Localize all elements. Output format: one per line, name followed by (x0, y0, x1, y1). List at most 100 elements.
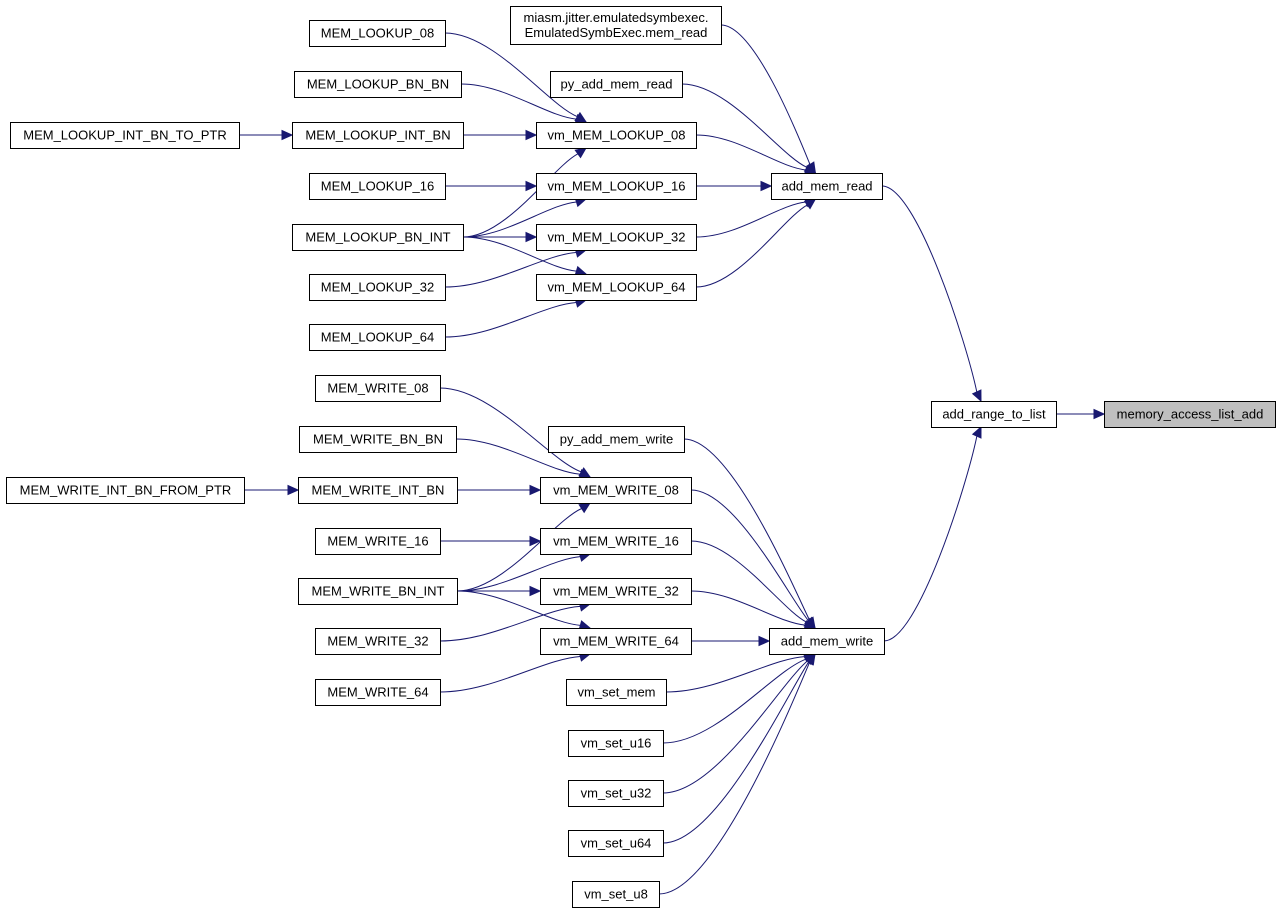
node-vm-mem-write-16[interactable]: vm_MEM_WRITE_16 (540, 528, 692, 555)
edge-line (683, 438, 810, 620)
edge-line (695, 204, 808, 288)
node-mem-lookup-bn-int[interactable]: MEM_LOOKUP_BN_INT (292, 224, 464, 251)
node-box (315, 679, 441, 706)
node-add-range-to-list[interactable]: add_range_to_list (931, 401, 1057, 428)
node-mem-write-int-bn-from-ptr[interactable]: MEM_WRITE_INT_BN_FROM_PTR (6, 477, 245, 504)
node-mem-write-bn-int[interactable]: MEM_WRITE_BN_INT (298, 578, 458, 605)
node-mem-lookup-32[interactable]: MEM_LOOKUP_32 (309, 274, 446, 301)
node-add-mem-read[interactable]: add_mem_read (771, 173, 883, 200)
edge-mem-write-bn-int-to-vm-mem-write-32 (457, 585, 542, 597)
node-py-add-mem-read[interactable]: py_add_mem_read (550, 71, 683, 98)
edge-arrowhead (760, 180, 773, 192)
edge-mem-lookup-16-to-vm-mem-lookup-16 (445, 180, 538, 192)
node-mem-write-bn-bn[interactable]: MEM_WRITE_BN_BN (299, 426, 457, 453)
edge-arrowhead (758, 635, 771, 647)
edge-line (665, 655, 806, 693)
node-label: vm_MEM_LOOKUP_32 (548, 230, 686, 245)
node-box (568, 830, 664, 857)
edge-line (462, 201, 577, 238)
node-mem-lookup-int-bn-to-ptr[interactable]: MEM_LOOKUP_INT_BN_TO_PTR (10, 122, 240, 149)
node-mem-write-16[interactable]: MEM_WRITE_16 (315, 528, 441, 555)
node-label: vm_MEM_LOOKUP_08 (548, 128, 686, 143)
node-vm-mem-lookup-64[interactable]: vm_MEM_LOOKUP_64 (536, 274, 697, 301)
node-box (540, 528, 692, 555)
edge-arrowhead (803, 198, 817, 210)
edge-arrowhead (1093, 408, 1106, 420)
edge-line (462, 236, 577, 272)
edge-vm-mem-lookup-64-to-add-mem-read (695, 198, 817, 288)
node-box (540, 477, 692, 504)
node-box (572, 881, 660, 908)
node-vm-mem-lookup-32[interactable]: vm_MEM_LOOKUP_32 (536, 224, 697, 251)
node-label: MEM_WRITE_BN_INT (312, 584, 445, 599)
node-label: MEM_LOOKUP_64 (321, 330, 434, 345)
edge-line (462, 153, 579, 238)
node-box (309, 20, 446, 47)
node-mem-lookup-int-bn[interactable]: MEM_LOOKUP_INT_BN (292, 122, 464, 149)
node-box (536, 274, 697, 301)
node-box (315, 375, 441, 402)
node-vm-set-u64[interactable]: vm_set_u64 (568, 830, 664, 857)
edge-line (662, 661, 810, 844)
node-vm-set-mem[interactable]: vm_set_mem (566, 679, 667, 706)
edge-add-range-to-list-to-memory-access-list-add (1056, 408, 1106, 420)
edge-add-mem-read-to-add-range-to-list (881, 185, 982, 403)
node-box (309, 324, 446, 351)
edge-arrowhead (529, 585, 542, 597)
edge-mem-lookup-bn-int-to-vm-mem-lookup-08 (462, 147, 587, 238)
node-vm-set-u32[interactable]: vm_set_u32 (568, 780, 664, 807)
node-vm-mem-lookup-16[interactable]: vm_MEM_LOOKUP_16 (536, 173, 697, 200)
edge-emulated-mem-read-to-add-mem-read (720, 24, 817, 175)
edge-mem-write-int-bn-from-ptr-to-mem-write-int-bn (244, 484, 300, 496)
node-mem-write-int-bn[interactable]: MEM_WRITE_INT_BN (298, 477, 458, 504)
node-box (292, 122, 464, 149)
node-box (309, 274, 446, 301)
edges-layer (239, 24, 1106, 895)
node-emulated-mem-read[interactable]: miasm.jitter.emulatedsymbexec.EmulatedSy… (510, 6, 722, 45)
node-box (536, 224, 697, 251)
node-label: memory_access_list_add (1117, 407, 1264, 422)
node-label: vm_MEM_WRITE_16 (553, 534, 679, 549)
node-vm-mem-write-64[interactable]: vm_MEM_WRITE_64 (540, 628, 692, 655)
node-label: vm_MEM_WRITE_08 (553, 483, 679, 498)
edge-vm-set-u32-to-add-mem-write (662, 653, 816, 794)
node-label: MEM_WRITE_08 (327, 381, 428, 396)
edge-arrowhead (971, 389, 982, 403)
node-mem-write-64[interactable]: MEM_WRITE_64 (315, 679, 441, 706)
node-mem-lookup-64[interactable]: MEM_LOOKUP_64 (309, 324, 446, 351)
node-vm-mem-lookup-08[interactable]: vm_MEM_LOOKUP_08 (536, 122, 697, 149)
edge-mem-lookup-bn-int-to-vm-mem-lookup-32 (463, 231, 538, 243)
node-vm-mem-write-32[interactable]: vm_MEM_WRITE_32 (540, 578, 692, 605)
node-mem-lookup-16[interactable]: MEM_LOOKUP_16 (309, 173, 446, 200)
node-add-mem-write[interactable]: add_mem_write (769, 628, 885, 655)
edge-line (456, 590, 581, 626)
edge-vm-set-mem-to-add-mem-write (665, 651, 817, 693)
edge-vm-mem-lookup-08-to-add-mem-read (695, 134, 817, 175)
node-box (510, 6, 722, 45)
node-vm-set-u16[interactable]: vm_set_u16 (568, 730, 664, 757)
node-label: MEM_WRITE_BN_BN (313, 432, 443, 447)
node-py-add-mem-write[interactable]: py_add_mem_write (548, 426, 685, 453)
node-box (536, 122, 697, 149)
edge-arrowhead (804, 652, 816, 666)
edge-line (690, 489, 809, 621)
node-label: MEM_LOOKUP_32 (321, 280, 434, 295)
node-label: MEM_LOOKUP_BN_BN (307, 77, 449, 92)
node-mem-lookup-bn-bn[interactable]: MEM_LOOKUP_BN_BN (294, 71, 462, 98)
node-vm-mem-write-08[interactable]: vm_MEM_WRITE_08 (540, 477, 692, 504)
edge-arrowhead (525, 231, 538, 243)
node-mem-lookup-08[interactable]: MEM_LOOKUP_08 (309, 20, 446, 47)
node-label: vm_set_u8 (584, 887, 648, 902)
edge-arrowhead (578, 502, 592, 514)
edge-line (439, 605, 581, 642)
node-label: EmulatedSymbExec.mem_read (525, 25, 708, 40)
edge-arrowhead (529, 535, 542, 547)
edge-line (444, 252, 577, 288)
node-mem-write-08[interactable]: MEM_WRITE_08 (315, 375, 441, 402)
node-vm-set-u8[interactable]: vm_set_u8 (572, 881, 660, 908)
node-mem-write-32[interactable]: MEM_WRITE_32 (315, 628, 441, 655)
edge-vm-mem-lookup-16-to-add-mem-read (696, 180, 773, 192)
node-label: vm_MEM_LOOKUP_64 (548, 280, 686, 295)
edge-line (456, 556, 581, 592)
